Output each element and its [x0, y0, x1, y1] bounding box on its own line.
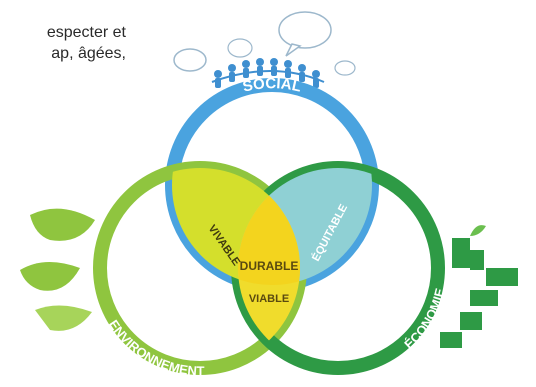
ring-label-environnement: ENVIRONNEMENT [106, 317, 205, 378]
label-durable: DURABLE [240, 259, 299, 273]
svg-text:SOCIAL: SOCIAL [241, 75, 303, 96]
leaf-icon [20, 208, 95, 331]
city-buildings-icon [440, 225, 518, 348]
svg-text:ENVIRONNEMENT: ENVIRONNEMENT [106, 317, 205, 378]
label-viable: VIABLE [249, 293, 289, 305]
speech-bubble-icon [173, 11, 356, 76]
intro-text-line-1: especter et [46, 24, 126, 41]
ring-label-social: SOCIAL [241, 75, 303, 96]
intro-text-line-2: ap, âgées, [51, 45, 126, 62]
intro-text: especter et ap, âgées, [0, 22, 126, 64]
people-chain-icon [211, 58, 325, 88]
